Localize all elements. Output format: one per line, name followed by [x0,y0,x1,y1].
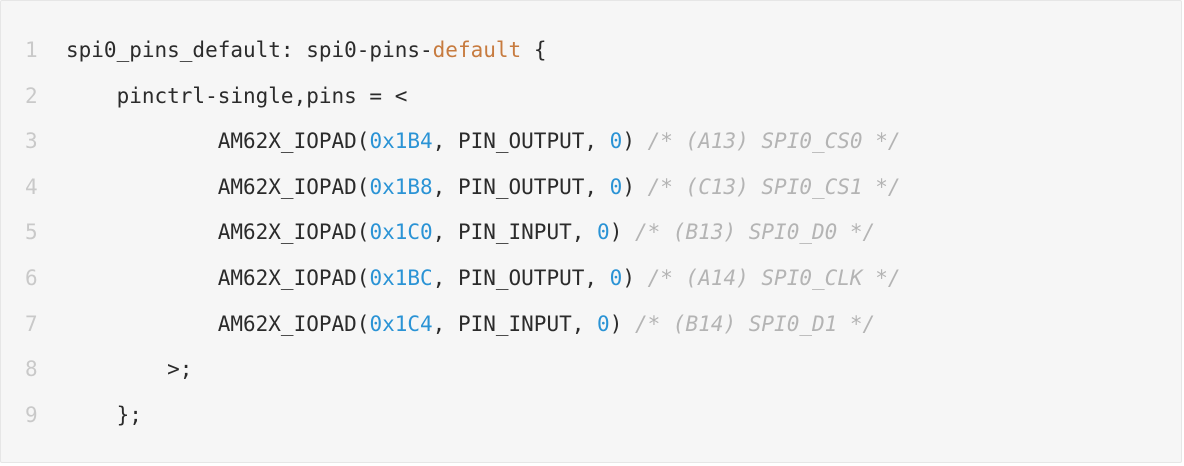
line-number: 4 [25,174,38,199]
code-text: ) [622,266,648,290]
code-number: 0 [597,220,610,245]
code-text: , PIN_OUTPUT, [432,129,610,154]
code-text: }; [66,402,142,427]
line-code: AM62X_IOPAD(0x1BC, PIN_OUTPUT, 0) /* (A1… [66,263,901,293]
code-comment: /* (B13) SPI0_D0 */ [634,220,876,245]
line-number: 9 [25,402,38,427]
code-text: AM62X_IOPAD( [66,220,370,245]
code-text: AM62X_IOPAD( [66,129,370,154]
code-number: 0x1B4 [369,129,433,154]
line-code: pinctrl-single,pins = < [66,81,408,111]
line-number: 2 [25,83,38,108]
line-code: AM62X_IOPAD(0x1C4, PIN_INPUT, 0) /* (B14… [66,309,876,339]
code-number: 0 [597,311,610,336]
code-text: ) [609,311,635,336]
code-text: spi0_pins_default: spi0-pins- [66,38,433,62]
code-text: AM62X_IOPAD( [66,174,370,199]
code-number: 0x1C4 [369,311,433,336]
code-text: { [521,38,547,62]
code-text: AM62X_IOPAD( [66,266,370,290]
code-number: 0x1B8 [369,174,433,199]
line-code: }; [66,400,142,430]
line-code: AM62X_IOPAD(0x1C0, PIN_INPUT, 0) /* (B13… [66,217,876,247]
code-number: 0x1BC [369,266,433,290]
code-comment: /* (C13) SPI0_CS1 */ [647,174,901,199]
line-number: 7 [25,311,38,336]
code-number: 0 [609,266,623,290]
code-comment: /* (A14) SPI0_CLK */ [647,266,901,290]
code-number: 0x1C0 [369,220,433,245]
line-number: 6 [25,266,38,290]
code-number: 0 [609,174,623,199]
code-text: , PIN_OUTPUT, [432,174,610,199]
line-code: AM62X_IOPAD(0x1B8, PIN_OUTPUT, 0) /* (C1… [66,172,901,202]
code-comment: /* (A13) SPI0_CS0 */ [647,129,901,154]
line-code: >; [66,354,192,384]
code-text: , PIN_INPUT, [432,220,598,245]
code-text: ) [622,174,648,199]
code-text: , PIN_OUTPUT, [432,266,610,290]
line-code: spi0_pins_default: spi0-pins-default { [66,35,546,65]
code-number: 0 [609,129,623,154]
code-text: , PIN_INPUT, [432,311,598,336]
line-number: 5 [25,220,38,245]
code-text: AM62X_IOPAD( [66,311,370,336]
line-number: 1 [25,38,38,62]
line-number: 3 [25,129,38,154]
code-keyword: default [432,38,522,62]
code-comment: /* (B14) SPI0_D1 */ [634,311,876,336]
code-text: >; [66,357,193,382]
line-number: 8 [25,357,38,382]
code-text: ) [609,220,635,245]
line-code: AM62X_IOPAD(0x1B4, PIN_OUTPUT, 0) /* (A1… [66,126,901,156]
code-text: ) [622,129,648,154]
code-text: pinctrl-single,pins = < [66,83,408,108]
